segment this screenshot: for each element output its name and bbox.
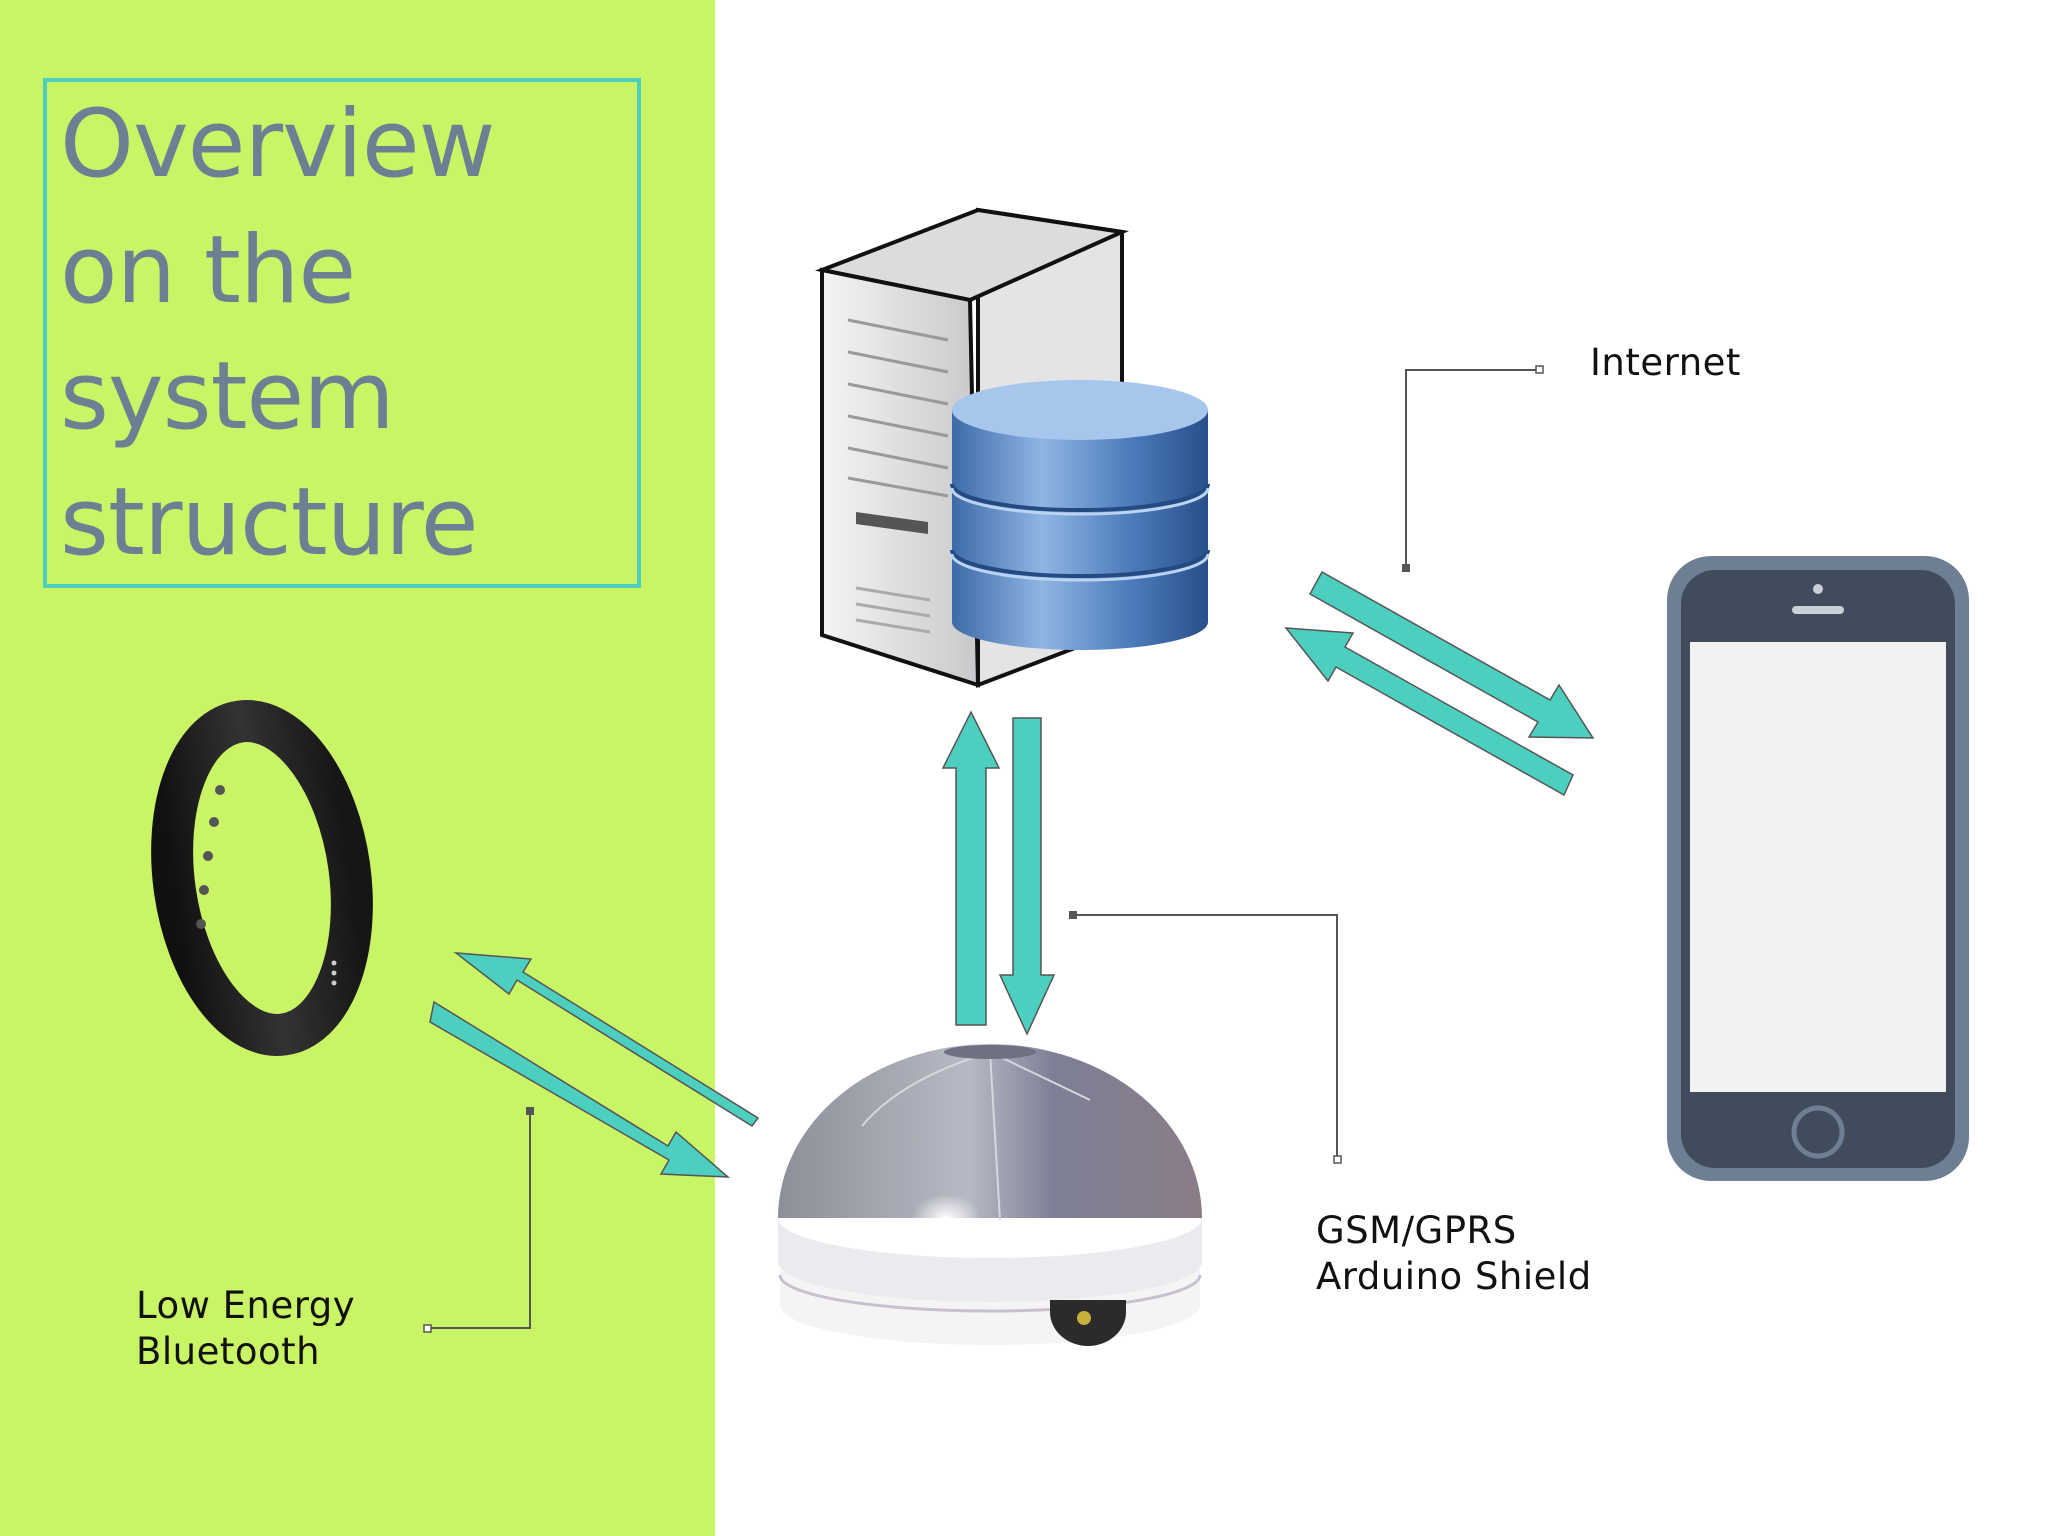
arrow-hub-to-server [941, 710, 1001, 1026]
internet-label: Internet [1590, 340, 1741, 386]
left-panel-background [0, 0, 715, 1536]
internet-callout-leader [1402, 365, 1544, 572]
smartphone-icon [1667, 556, 1969, 1181]
ble-callout-leader [423, 1107, 534, 1333]
arrow-band-to-hub [429, 1000, 731, 1178]
arrow-hub-to-band [453, 952, 760, 1127]
title-frame [43, 78, 641, 588]
arrow-phone-to-server [1284, 627, 1574, 797]
arrow-server-to-hub [998, 717, 1056, 1036]
internet-label-text: Internet [1590, 341, 1741, 384]
dome-hub-device-icon [778, 1044, 1202, 1346]
page-title: Overview on the system structure [60, 90, 496, 577]
gsm-callout-leader [1069, 911, 1342, 1164]
gsm-label-line1: GSM/GPRS [1316, 1209, 1517, 1252]
ble-label-line2: Bluetooth [136, 1330, 321, 1373]
arrow-server-to-phone [1308, 570, 1595, 739]
server-database-icon [814, 207, 1210, 688]
ble-label: Low Energy Bluetooth [136, 1283, 355, 1375]
fitness-band-icon [151, 700, 373, 1056]
gsm-gprs-label: GSM/GPRS Arduino Shield [1316, 1208, 1592, 1300]
gsm-label-line2: Arduino Shield [1316, 1255, 1592, 1298]
ble-label-line1: Low Energy [136, 1284, 356, 1327]
